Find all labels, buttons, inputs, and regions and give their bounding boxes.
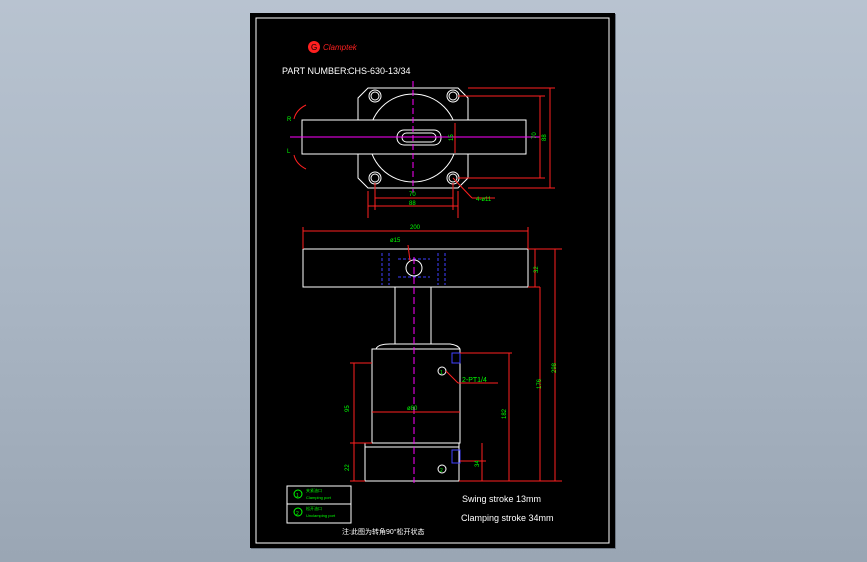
part-number-value: CHS-630-13/34 (348, 66, 411, 76)
part-number-label: PART NUMBER: (282, 66, 349, 76)
legend-num-2: 2 (296, 511, 299, 517)
legend-en-1: Clamping port (306, 495, 332, 500)
logo-mark-icon (308, 41, 320, 53)
top-dims (367, 87, 555, 218)
legend-cn-1: 夹紧油口 (306, 487, 322, 493)
arm-side-outline (302, 248, 529, 288)
drawing-canvas: G Clamptek PART NUMBER: CHS-630-13/34 R … (255, 17, 610, 544)
dim-182: 182 (502, 408, 508, 419)
dim-arm-32: 32 (534, 266, 540, 273)
rotation-arc-r (293, 104, 307, 120)
dim-height-70: 70 (532, 132, 538, 139)
dim-22: 22 (345, 464, 351, 471)
dim-body-80: ø80 (407, 406, 418, 412)
brand-logo: G Clamptek (308, 41, 358, 53)
holes-note: 4-ø11 (476, 197, 492, 203)
dim-slot-15: 15 (449, 134, 455, 141)
dim-total-298: 298 (552, 362, 558, 373)
rotation-arc-l (293, 154, 307, 170)
logo-text: Clamptek (323, 43, 358, 52)
dim-height-88: 88 (542, 134, 548, 141)
dim-95: 95 (345, 405, 351, 412)
mark-r: R (287, 117, 292, 123)
mark-l: L (287, 149, 291, 155)
clamping-stroke-text: Clamping stroke 34mm (461, 513, 554, 523)
dim-176: 176 (537, 378, 543, 389)
dim-width-70: 70 (409, 192, 416, 198)
port-hidden (451, 352, 461, 464)
legend-num-1: 1 (296, 493, 299, 499)
drawing-sheet: G Clamptek PART NUMBER: CHS-630-13/34 R … (250, 13, 615, 548)
legend-cn-2: 松开油口 (306, 505, 322, 511)
dim-width-88: 88 (409, 201, 416, 207)
port-2-label: 2 (440, 468, 443, 474)
legend: 1 夹紧油口 Clamping port 2 松开油口 Unclamping p… (286, 485, 352, 524)
port-note: 2-PT1/4 (462, 377, 487, 384)
piston-rod (394, 286, 432, 345)
legend-en-2: Unclamping port (306, 513, 336, 518)
side-view: 1 2 200 ø15 32 298 176 182 34 95 (302, 225, 562, 483)
dim-pin-15: ø15 (390, 238, 401, 244)
port-1-label: 1 (440, 370, 443, 376)
swing-stroke-text: Swing stroke 13mm (462, 494, 541, 504)
top-view: R L 70 88 15 70 88 4-ø11 (287, 81, 555, 218)
base-flange (364, 442, 460, 482)
sheet-border (255, 17, 610, 544)
dim-34: 34 (475, 460, 481, 467)
side-dims (302, 227, 562, 482)
dim-arm-200: 200 (410, 225, 421, 231)
rotation-note: 注:此图为转角90°松开状态 (342, 527, 425, 536)
logo-mark-letter: G (311, 43, 317, 52)
port-2-circle (437, 464, 447, 474)
cylinder-body (371, 343, 461, 444)
